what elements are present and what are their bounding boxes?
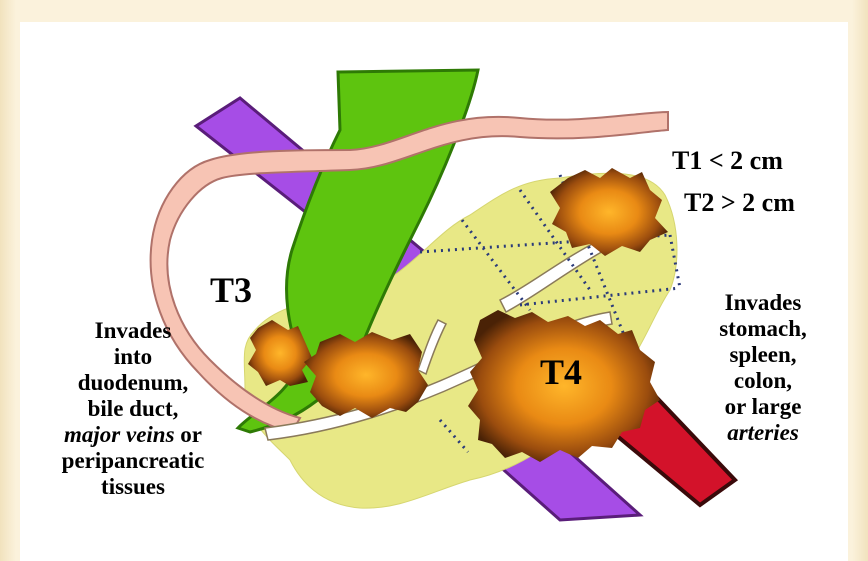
- t4-description: Invades stomach, spleen, colon, or large…: [688, 290, 838, 446]
- t3-stage-label: T3: [210, 272, 252, 308]
- t3-desc-line-1: Invades: [28, 318, 238, 344]
- t3-desc-line-7: tissues: [28, 474, 238, 500]
- t3-desc-line-3: duodenum,: [28, 370, 238, 396]
- t3-desc-line-6: peripancreatic: [28, 448, 238, 474]
- t3-desc-line-2: into: [28, 344, 238, 370]
- t4-desc-line-5: or large: [688, 394, 838, 420]
- t1-size-label: T1 < 2 cm: [672, 146, 783, 176]
- t3-desc-line-5: major veins or: [28, 422, 238, 448]
- t4-desc-line-2: stomach,: [688, 316, 838, 342]
- t4-desc-line-4: colon,: [688, 368, 838, 394]
- t4-desc-line-1: Invades: [688, 290, 838, 316]
- t3-desc-italic: major veins: [64, 422, 175, 447]
- t4-stage-label: T4: [540, 354, 582, 390]
- tumor-blob-t3-large: [304, 332, 428, 418]
- t3-description: Invades into duodenum, bile duct, major …: [28, 318, 238, 500]
- t3-desc-italic-tail: or: [175, 422, 202, 447]
- t3-desc-line-4: bile duct,: [28, 396, 238, 422]
- t4-desc-italic: arteries: [688, 420, 838, 446]
- t2-size-label: T2 > 2 cm: [684, 188, 795, 218]
- t4-desc-line-3: spleen,: [688, 342, 838, 368]
